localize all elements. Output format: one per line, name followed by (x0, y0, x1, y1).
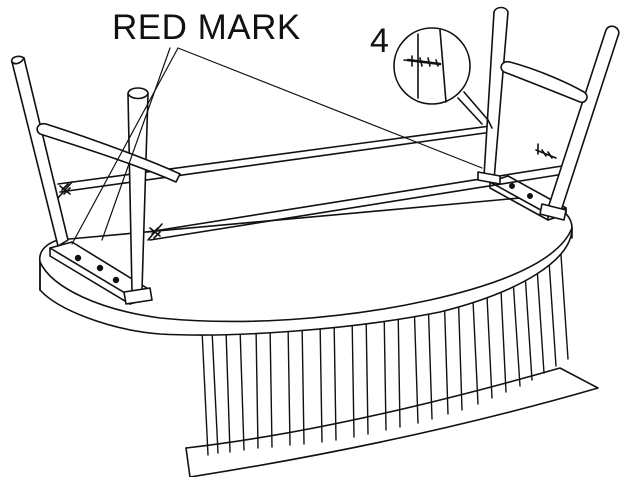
leg-front-right (123, 87, 153, 305)
leg-front-left (10, 55, 69, 247)
screw-icon (535, 143, 557, 159)
rocker-rail (185, 367, 599, 477)
leg-back-right (539, 25, 620, 221)
arm-rest-right (500, 60, 588, 104)
detail-callout (393, 27, 493, 129)
arm-rest-left (36, 122, 181, 183)
screw-icon (406, 55, 442, 67)
screw-icon (147, 223, 163, 241)
leg-back-left (477, 6, 509, 185)
seat (38, 197, 573, 336)
red-mark-label: RED MARK (112, 8, 301, 47)
leader-lines (71, 47, 483, 245)
step-number: 4 (370, 22, 389, 60)
screw-icon (57, 181, 73, 199)
